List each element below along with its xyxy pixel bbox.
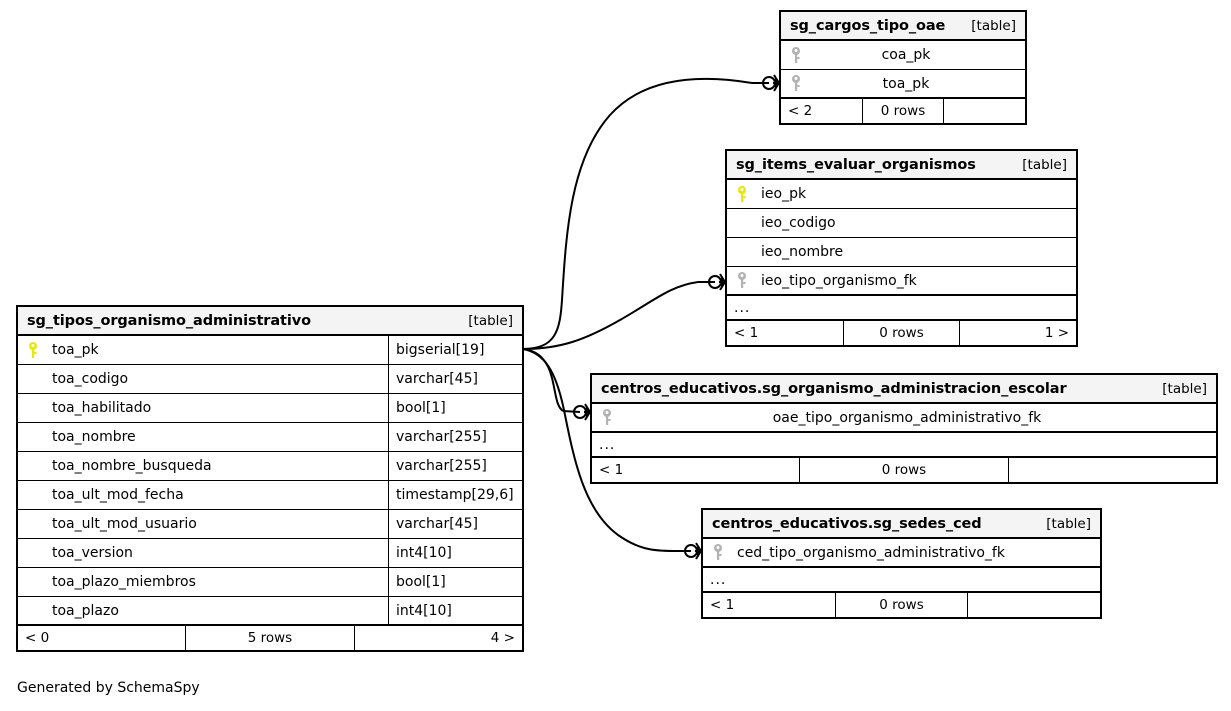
column-name: toa_ult_mod_usuario bbox=[52, 516, 197, 532]
table-row[interactable]: toa_ult_mod_usuario varchar[45] bbox=[18, 510, 522, 539]
table-row[interactable]: toa_version int4[10] bbox=[18, 539, 522, 568]
table-header: sg_tipos_organismo_administrativo [table… bbox=[18, 307, 522, 336]
column-type: varchar[255] bbox=[388, 452, 522, 480]
table-row[interactable]: toa_plazo_miembros bool[1] bbox=[18, 568, 522, 597]
foreign-key-icon bbox=[781, 46, 807, 64]
table-title: sg_cargos_tipo_oae bbox=[790, 17, 946, 34]
column-type: bool[1] bbox=[388, 394, 522, 422]
generated-by-credit: Generated by SchemaSpy bbox=[17, 680, 200, 696]
footer-row-count: 0 rows bbox=[799, 458, 1009, 482]
footer-children-count[interactable] bbox=[968, 593, 1100, 617]
column-type: int4[10] bbox=[388, 539, 522, 567]
column-name: ieo_codigo bbox=[761, 215, 836, 231]
table-kind-label: [table] bbox=[1162, 380, 1207, 397]
column-name: ced_tipo_organismo_administrativo_fk bbox=[737, 544, 1005, 561]
table-title: sg_items_evaluar_organismos bbox=[736, 156, 976, 173]
column-name: ieo_tipo_organismo_fk bbox=[761, 272, 917, 289]
footer-parents-count[interactable]: < 2 bbox=[788, 103, 813, 119]
table-row[interactable]: coa_pk bbox=[781, 41, 1025, 70]
table-header: centros_educativos.sg_sedes_ced [table] bbox=[703, 510, 1100, 539]
table-kind-label: [table] bbox=[1046, 515, 1091, 532]
footer-parents-count[interactable]: < 1 bbox=[599, 462, 624, 478]
table-header: sg_items_evaluar_organismos [table] bbox=[727, 151, 1076, 180]
table-footer: < 0 5 rows 4 > bbox=[18, 626, 522, 650]
column-type: varchar[45] bbox=[388, 365, 522, 393]
table-row[interactable]: toa_codigo varchar[45] bbox=[18, 365, 522, 394]
table-row[interactable]: toa_pk bbox=[781, 70, 1025, 99]
footer-row-count: 0 rows bbox=[842, 321, 961, 345]
table-row[interactable]: toa_plazo int4[10] bbox=[18, 597, 522, 626]
table-row[interactable]: toa_ult_mod_fecha timestamp[29,6] bbox=[18, 481, 522, 510]
footer-parents-count[interactable]: < 0 bbox=[25, 630, 50, 646]
table-footer: < 1 0 rows bbox=[592, 458, 1216, 482]
table-footer: < 1 0 rows 1 > bbox=[727, 321, 1076, 345]
column-type: varchar[45] bbox=[388, 510, 522, 538]
more-columns-indicator: ... bbox=[703, 568, 1100, 593]
table-title: sg_tipos_organismo_administrativo bbox=[27, 312, 311, 329]
column-name: toa_pk bbox=[52, 342, 99, 358]
table-row[interactable]: toa_habilitado bool[1] bbox=[18, 394, 522, 423]
foreign-key-icon bbox=[727, 272, 753, 289]
table-row[interactable]: toa_pk bigserial[19] bbox=[18, 336, 522, 365]
primary-key-icon bbox=[727, 185, 753, 203]
footer-children-count[interactable]: 4 > bbox=[490, 630, 515, 646]
footer-row-count: 5 rows bbox=[185, 626, 355, 650]
footer-parents-count[interactable]: < 1 bbox=[710, 597, 735, 613]
column-name: ieo_nombre bbox=[761, 244, 844, 260]
edge-to-sg-items-evaluar-organismos bbox=[522, 273, 726, 350]
column-name: toa_nombre bbox=[52, 429, 136, 445]
edge-to-sg-organismo-administracion-escolar bbox=[522, 348, 591, 421]
table-sg-sedes-ced[interactable]: centros_educativos.sg_sedes_ced [table] … bbox=[701, 508, 1102, 619]
table-footer: < 2 0 rows bbox=[781, 99, 1025, 123]
column-name: toa_version bbox=[52, 545, 133, 561]
footer-children-count[interactable] bbox=[1009, 458, 1216, 482]
column-name: toa_nombre_busqueda bbox=[52, 458, 212, 474]
table-sg-organismo-administracion-escolar[interactable]: centros_educativos.sg_organismo_administ… bbox=[590, 373, 1218, 484]
foreign-key-icon bbox=[703, 544, 729, 561]
footer-parents-count[interactable]: < 1 bbox=[734, 325, 759, 341]
footer-children-count[interactable]: 1 > bbox=[1044, 325, 1070, 341]
table-sg-tipos-organismo-administrativo[interactable]: sg_tipos_organismo_administrativo [table… bbox=[16, 305, 524, 652]
table-kind-label: [table] bbox=[1022, 156, 1067, 173]
table-row[interactable]: ieo_codigo bbox=[727, 209, 1076, 238]
foreign-key-icon bbox=[592, 409, 618, 426]
column-name: coa_pk bbox=[881, 47, 931, 63]
table-sg-items-evaluar-organismos[interactable]: sg_items_evaluar_organismos [table] ieo_… bbox=[725, 149, 1078, 347]
footer-children-count[interactable] bbox=[944, 99, 1025, 123]
footer-row-count: 0 rows bbox=[861, 99, 945, 123]
table-title: centros_educativos.sg_sedes_ced bbox=[712, 515, 982, 532]
table-header: centros_educativos.sg_organismo_administ… bbox=[592, 375, 1216, 404]
footer-row-count: 0 rows bbox=[834, 593, 969, 617]
primary-key-icon bbox=[18, 341, 44, 359]
column-name: toa_plazo bbox=[52, 602, 119, 619]
column-name: toa_pk bbox=[882, 75, 930, 92]
table-row[interactable]: toa_nombre varchar[255] bbox=[18, 423, 522, 452]
table-row[interactable]: ieo_tipo_organismo_fk bbox=[727, 267, 1076, 296]
foreign-key-icon bbox=[781, 75, 807, 92]
table-row[interactable]: ieo_nombre bbox=[727, 238, 1076, 267]
table-sg-cargos-tipo-oae[interactable]: sg_cargos_tipo_oae [table] coa_pk toa_pk… bbox=[779, 10, 1027, 125]
column-type: bigserial[19] bbox=[388, 336, 522, 364]
table-kind-label: [table] bbox=[971, 17, 1016, 34]
column-type: varchar[255] bbox=[388, 423, 522, 451]
more-columns-indicator: ... bbox=[727, 296, 1076, 321]
column-name: toa_habilitado bbox=[52, 400, 152, 416]
column-name: toa_codigo bbox=[52, 371, 129, 387]
column-name: ieo_pk bbox=[761, 186, 807, 202]
table-row[interactable]: ced_tipo_organismo_administrativo_fk bbox=[703, 539, 1100, 568]
more-columns-indicator: ... bbox=[592, 433, 1216, 458]
column-name: toa_ult_mod_fecha bbox=[52, 487, 184, 503]
table-row[interactable]: ieo_pk bbox=[727, 180, 1076, 209]
table-header: sg_cargos_tipo_oae [table] bbox=[781, 12, 1025, 41]
column-name: oae_tipo_organismo_administrativo_fk bbox=[772, 409, 1042, 426]
column-name: toa_plazo_miembros bbox=[52, 574, 196, 590]
table-footer: < 1 0 rows bbox=[703, 593, 1100, 617]
table-kind-label: [table] bbox=[468, 312, 513, 329]
table-row[interactable]: oae_tipo_organismo_administrativo_fk bbox=[592, 404, 1216, 433]
table-title: centros_educativos.sg_organismo_administ… bbox=[601, 380, 1067, 397]
column-type: int4[10] bbox=[388, 597, 522, 624]
column-type: bool[1] bbox=[388, 568, 522, 596]
table-row[interactable]: toa_nombre_busqueda varchar[255] bbox=[18, 452, 522, 481]
column-type: timestamp[29,6] bbox=[388, 481, 522, 509]
